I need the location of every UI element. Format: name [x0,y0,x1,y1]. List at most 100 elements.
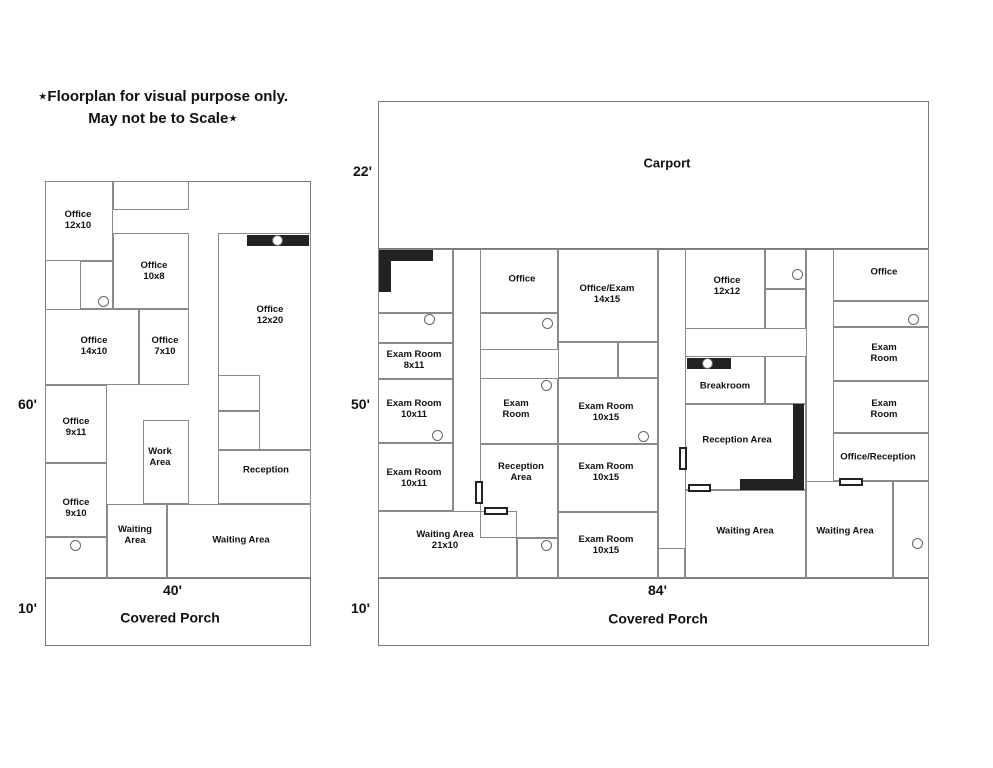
right-label-office-reception: Office/Reception [840,451,916,463]
right-bath-h [893,481,929,578]
left-room-waiting-small [107,504,167,578]
right-corridor-wall-1 [453,249,454,511]
left-room-office-12x10 [45,181,113,261]
left-room-work-area [143,420,189,504]
right-toilet-9 [912,538,923,549]
right-closet-a [558,342,618,378]
left-bath-2 [45,537,107,578]
left-room-waiting-area [167,504,311,578]
right-label-carport: Carport [643,155,691,171]
right-closet-c [765,289,806,329]
right-bath-a [378,313,453,343]
right-room-office-exam [558,249,658,342]
right-carport [378,101,929,249]
left-room-reception [218,450,311,504]
right-door-4 [688,484,711,492]
left-sink-fixture [272,235,283,246]
right-bath-f [517,538,558,578]
left-covered-porch [45,578,311,646]
left-room-office-7x10 [139,309,189,385]
right-toilet-2 [542,318,553,329]
right-porch-dimension: 10' [351,600,370,616]
right-label-breakroom: Breakroom [699,380,751,392]
right-toilet-6 [792,269,803,280]
right-bath-c [765,249,806,289]
right-corner-room [378,249,453,313]
right-room-exam-8x11 [378,343,453,379]
right-door-1 [475,481,483,504]
left-room-office-14x10 [45,309,139,385]
left-room-office-9x10 [45,463,107,537]
left-label-covered-porch: Covered Porch [120,609,220,626]
right-door-5 [839,478,863,486]
disclaimer-line-1: ⋆Floorplan for visual purpose only. [38,88,288,105]
right-toilet-4 [432,430,443,441]
right-toilet-10 [702,358,713,369]
left-room-office-9x11 [45,385,107,463]
right-door-3 [679,447,687,470]
right-room-exam-10x15-c [558,512,658,578]
right-toilet-8 [541,540,552,551]
left-room-office-10x8 [113,233,189,309]
right-door-2 [484,507,508,515]
right-label-waiting-area-b: Waiting Area [816,525,874,537]
right-covered-porch [378,578,929,646]
right-label-office-2: Office [870,266,898,278]
right-carport-dimension: 22' [353,163,372,179]
left-toilet-2 [70,540,81,551]
disclaimer-line-2: May not be to Scale⋆ [88,110,238,127]
right-bath-g [658,548,685,578]
right-reception-counter-v [793,404,804,490]
right-room-waiting-21x10 [378,511,517,578]
right-counter-side [379,250,391,292]
right-toilet-7 [908,314,919,325]
right-counter-top [379,250,433,261]
disclaimer-note: ⋆Floorplan for visual purpose only. May … [18,86,308,130]
right-toilet-1 [424,314,435,325]
right-label-covered-porch: Covered Porch [608,610,708,627]
right-room-exam-10x11-a [378,379,453,443]
left-room-office-12x20 [218,233,311,450]
right-height-dimension: 50' [351,396,370,412]
left-closet-1 [218,375,260,411]
right-bath-e [765,356,806,404]
right-room-exam-10x11-b [378,443,453,511]
left-label-waiting-area: Waiting Area [212,534,270,546]
right-label-office-1: Office [508,273,536,285]
right-closet-b [618,342,658,378]
right-room-exam-10x15-b [558,444,658,512]
right-corridor-wall-3 [658,249,659,549]
left-width-dimension: 40' [163,582,182,598]
right-corridor-wall-2 [480,249,481,538]
left-porch-dimension: 10' [18,600,37,616]
right-room-exam-10x15-a [558,378,658,444]
right-label-reception-area-big: Reception Area [702,434,772,446]
right-corridor-wall-4 [685,249,686,578]
right-room-reception-area-big [685,404,806,490]
left-bath-1 [80,261,113,309]
right-reception-counter-h [740,479,804,490]
right-label-waiting-area-a: Waiting Area [716,525,774,537]
